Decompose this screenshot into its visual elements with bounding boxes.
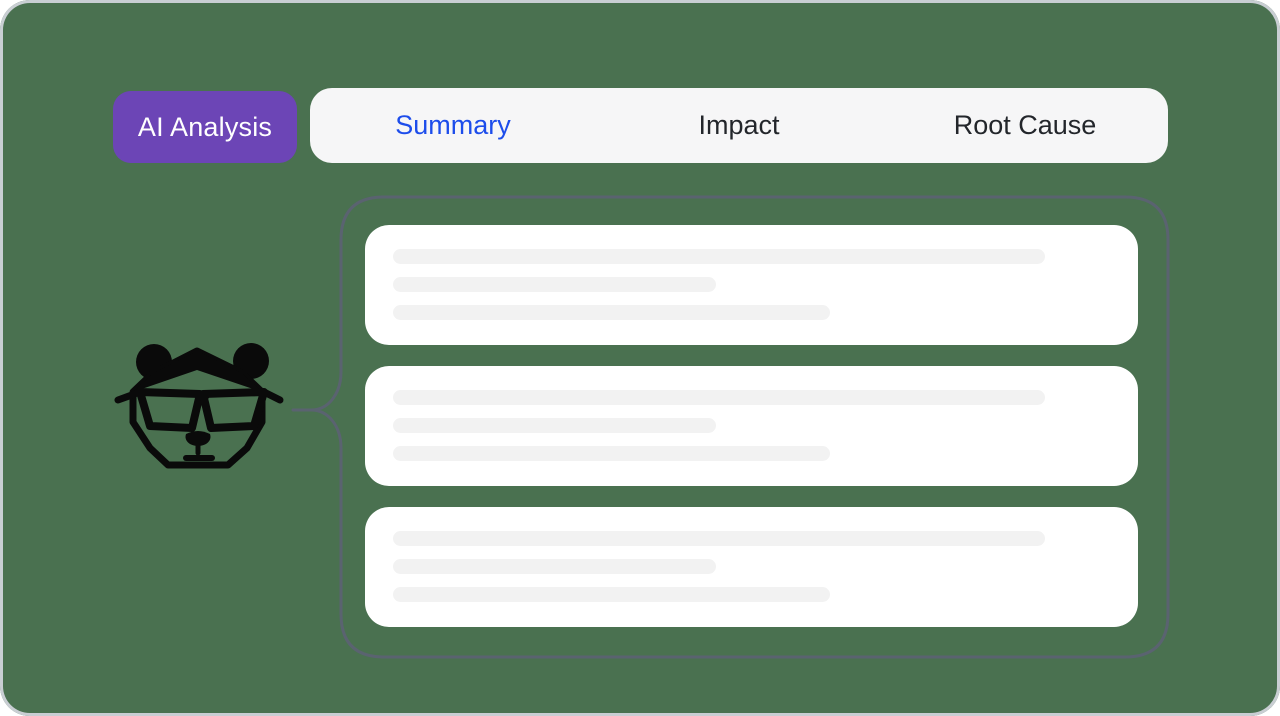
tab-summary[interactable]: Summary [395, 110, 511, 140]
skeleton-line [393, 446, 831, 461]
skeleton-line [393, 305, 831, 320]
skeleton-line [393, 277, 716, 292]
skeleton-card [365, 507, 1138, 627]
skeleton-line [393, 587, 831, 602]
tab-bar: Summary Impact Root Cause [310, 88, 1168, 163]
ai-analysis-badge[interactable]: AI Analysis [113, 91, 297, 163]
skeleton-card [365, 366, 1138, 486]
skeleton-line [393, 390, 1046, 405]
skeleton-line [393, 249, 1046, 264]
skeleton-card [365, 225, 1138, 345]
tab-root-cause[interactable]: Root Cause [953, 110, 1097, 140]
skeleton-line [393, 418, 716, 433]
panda-with-glasses-icon [114, 343, 284, 469]
tab-impact[interactable]: Impact [698, 110, 780, 140]
cards [365, 225, 1138, 648]
skeleton-line [393, 559, 716, 574]
skeleton-line [393, 531, 1046, 546]
